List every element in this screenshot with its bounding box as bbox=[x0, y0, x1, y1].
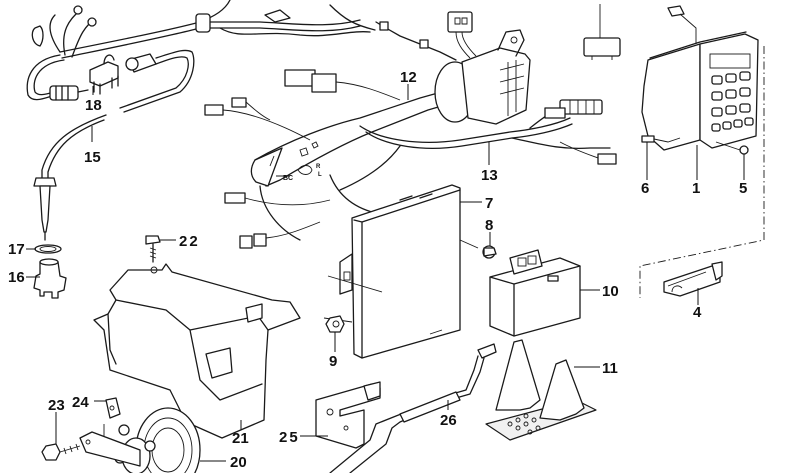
top-wiring-harness bbox=[26, 0, 376, 113]
control-panel-1 bbox=[641, 5, 759, 151]
horn-bracket bbox=[79, 431, 141, 467]
bracket-holes bbox=[507, 413, 541, 435]
bracket-11 bbox=[485, 339, 597, 441]
switch-marking-r: R bbox=[316, 164, 321, 170]
callout-16[interactable]: 16 bbox=[8, 269, 25, 286]
cable-26 bbox=[329, 343, 497, 473]
callout-18[interactable]: 18 bbox=[85, 97, 102, 114]
steering-column-switch-12: BC R L bbox=[250, 11, 531, 187]
control-unit-7 bbox=[327, 184, 461, 359]
callout-12[interactable]: 12 bbox=[400, 69, 417, 86]
callout-13[interactable]: 13 bbox=[481, 167, 498, 184]
cable-15 bbox=[33, 114, 107, 241]
screw-22 bbox=[145, 235, 161, 263]
wiring-harness-13 bbox=[204, 4, 621, 249]
callout-17[interactable]: 17 bbox=[8, 241, 25, 258]
relay-10 bbox=[489, 249, 581, 337]
switch-marking-bc: BC bbox=[283, 175, 293, 182]
callout-5[interactable]: 5 bbox=[739, 180, 747, 197]
clip-nut-24 bbox=[103, 397, 121, 436]
callout-22[interactable]: 22 bbox=[179, 233, 200, 250]
callout-21[interactable]: 21 bbox=[232, 430, 249, 447]
callout-11[interactable]: 11 bbox=[602, 360, 618, 377]
callout-8[interactable]: 8 bbox=[485, 217, 493, 234]
keypad-buttons bbox=[711, 71, 754, 132]
callout-9[interactable]: 9 bbox=[329, 353, 337, 370]
screw-5 bbox=[715, 141, 749, 155]
callouts: 1 4 5 6 7 8 9 10 11 12 13 15 16 bbox=[8, 69, 747, 471]
socket-16 bbox=[33, 258, 67, 299]
switch-marking-l: L bbox=[318, 172, 322, 178]
bracket-21 bbox=[93, 263, 301, 439]
screw-23 bbox=[41, 443, 81, 461]
callout-1[interactable]: 1 bbox=[692, 180, 700, 197]
callout-24[interactable]: 24 bbox=[72, 394, 89, 411]
bracket-25 bbox=[315, 381, 381, 449]
callout-26[interactable]: 26 bbox=[440, 412, 457, 429]
callout-20[interactable]: 20 bbox=[230, 454, 247, 471]
callout-10[interactable]: 10 bbox=[602, 283, 619, 300]
clip-4 bbox=[663, 261, 723, 297]
callout-6[interactable]: 6 bbox=[641, 180, 649, 197]
callout-23[interactable]: 23 bbox=[48, 397, 65, 414]
screw-6 bbox=[641, 135, 681, 143]
assembly-line bbox=[639, 46, 765, 298]
callout-7[interactable]: 7 bbox=[485, 195, 493, 212]
nut-9 bbox=[323, 315, 353, 333]
screw-8 bbox=[459, 239, 497, 259]
callout-25[interactable]: 25 bbox=[279, 429, 300, 446]
ring-17 bbox=[34, 244, 62, 254]
callout-4[interactable]: 4 bbox=[693, 304, 702, 321]
callout-15[interactable]: 15 bbox=[84, 149, 101, 166]
